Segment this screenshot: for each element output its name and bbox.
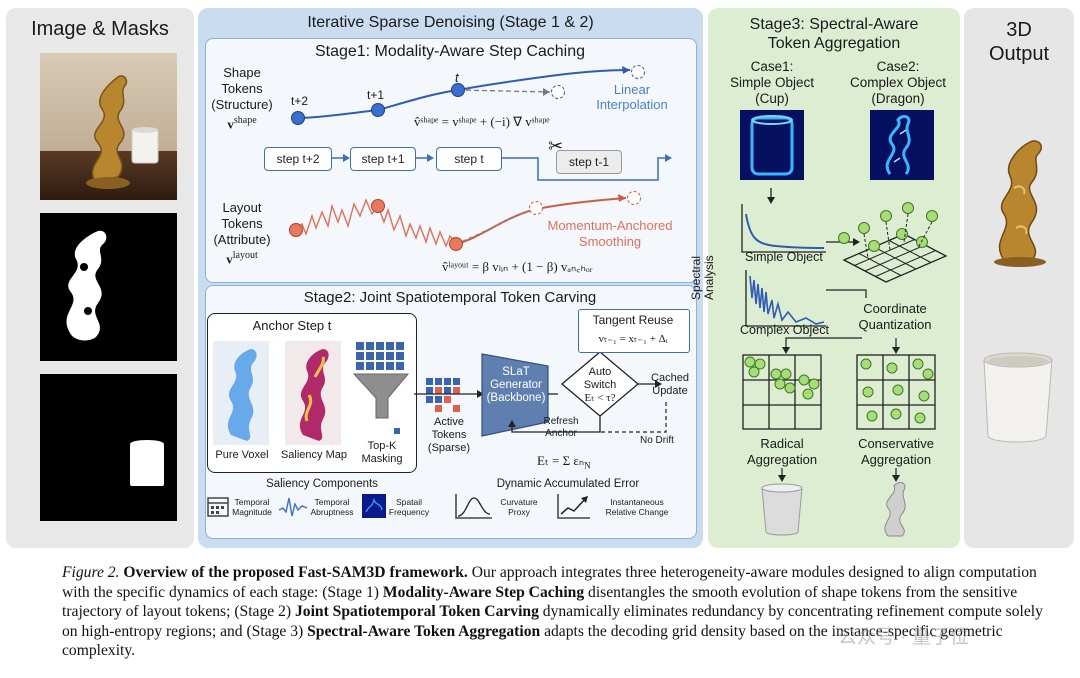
figure-caption: Figure 2. Overview of the proposed Fast-… <box>62 564 1043 659</box>
t-plus2-label: t+2 <box>291 94 309 108</box>
step-t-plus2: step t+2 <box>264 147 332 171</box>
dragon-result-image <box>884 482 906 537</box>
image-masks-title: Image & Masks <box>31 18 169 40</box>
coordinate-quantization-grid <box>838 202 948 283</box>
scissors-icon: ✂ <box>548 136 564 156</box>
complex-object-label: Complex Object <box>740 323 829 337</box>
pure-voxel-label: Pure Voxel <box>215 449 269 461</box>
spectral-analysis-label: Spectral Analysis <box>689 255 716 300</box>
case1-label: Case1: Simple Object (Cup) <box>729 59 815 106</box>
output-panel <box>964 8 1074 548</box>
conservative-aggregation-grid <box>856 354 936 430</box>
coordinate-quantization-label: Coordinate Quantization <box>858 301 932 332</box>
step-chain-arrows <box>330 154 672 181</box>
radical-aggregation-grid <box>742 354 822 430</box>
cup-mask <box>40 374 177 521</box>
output-dragon-image <box>994 140 1046 267</box>
shape-tokens-label: Shape Tokens (Structure) vshape <box>211 65 273 132</box>
tangent-reuse-title: Tangent Reuse <box>592 313 674 327</box>
relative-change-icon <box>557 494 590 519</box>
error-formula: Eₜ = Σ εₙN <box>537 453 591 471</box>
cup-spectrum-image <box>740 110 804 180</box>
slat-generator-label: SLaT Generator (Backbone) <box>486 366 546 404</box>
layout-formula: v̂ˡᵃʸᵒᵘᵗ = β vₗᵢₙ + (1 − β) vₐₙ꜀ₕₒᵣ <box>442 259 593 274</box>
layout-tokens-label: Layout Tokens (Attribute) vlayout <box>213 200 271 267</box>
dragon-spectrum-image <box>870 110 934 180</box>
active-tokens-label: Active Tokens (Sparse) <box>427 416 471 454</box>
calendar-icon <box>207 497 229 517</box>
momentum-label: Momentum-Anchored Smoothing <box>547 218 673 249</box>
saliency-components-label: Saliency Components <box>266 478 378 490</box>
temporal-magnitude-label: Temporal Magnitude <box>232 497 272 517</box>
simple-object-label: Simple Object <box>745 250 823 264</box>
topk-label: Top-K Masking <box>361 440 403 465</box>
linear-interpolation-label: Linear Interpolation <box>596 82 668 112</box>
topk-masking-funnel <box>352 342 410 434</box>
stage2-flow <box>414 336 667 437</box>
stage1-title: Stage1: Modality-Aware Step Caching <box>314 43 586 60</box>
t-plus1-label: t+1 <box>367 88 385 102</box>
output-cup-image <box>983 352 1053 443</box>
saliency-map-image <box>285 341 341 445</box>
frequency-icon <box>362 494 386 518</box>
tangent-reuse-box <box>578 309 690 353</box>
t-label: t <box>455 70 459 85</box>
conservative-aggregation-label: Conservative Aggregation <box>858 436 934 467</box>
shape-trajectory <box>291 65 645 125</box>
watermark: 公众号 · 量子位 <box>838 627 969 648</box>
case2-label: Case2: Complex Object (Dragon) <box>849 59 947 106</box>
input-photo <box>40 53 177 200</box>
instantaneous-change-label: Instantaneous Relative Change <box>605 497 669 517</box>
anchor-step-title: Anchor Step t <box>252 318 332 333</box>
shape-formula: v̂ˢʰᵃᵖᵉ = vˢʰᵃᵖᵉ + (−i) ∇ vˢʰᵃᵖᵉ <box>414 114 550 129</box>
active-tokens-grid <box>426 378 460 412</box>
refresh-anchor-label: Refresh Anchor <box>543 416 579 439</box>
cached-update-label: Cached Update <box>651 372 689 397</box>
tangent-reuse-formula: vₜ₋₁ = xₜ₋₁ + Δᵢ <box>598 333 668 345</box>
stage3-title: Stage3: Spectral-Aware Token Aggregation <box>749 16 919 52</box>
stage12-title: Iterative Sparse Denoising (Stage 1 & 2) <box>307 14 594 31</box>
shape-mask <box>40 213 177 361</box>
dynamic-error-label: Dynamic Accumulated Error <box>496 478 640 490</box>
quantization-arrows <box>782 337 900 354</box>
no-drift-label: No Drift <box>640 435 674 446</box>
spectral-analysis-plots <box>741 188 867 327</box>
saliency-map-label: Saliency Map <box>280 449 348 461</box>
spatial-frequency-label: Spatail Frequency <box>388 497 430 517</box>
pure-voxel-image <box>213 341 269 445</box>
cup-result-image <box>761 483 803 536</box>
result-arrows <box>778 468 900 482</box>
auto-switch-label: Auto Switch Eₜ < τ? <box>583 366 617 404</box>
temporal-abruptness-label: Temporal Abruptness <box>310 497 354 517</box>
step-t-plus1: step t+1 <box>350 147 416 171</box>
stage2-title: Stage2: Joint Spatiotemporal Token Carvi… <box>303 289 597 306</box>
radical-aggregation-label: Radical Aggregation <box>746 436 818 467</box>
spike-icon <box>278 497 308 517</box>
curvature-icon <box>455 494 492 519</box>
layout-trajectory <box>289 191 641 251</box>
output-title: 3D Output <box>988 19 1050 65</box>
step-t-minus1: step t-1 <box>556 150 622 174</box>
step-t: step t <box>436 147 502 171</box>
curvature-proxy-label: Curvature Proxy <box>500 497 538 517</box>
